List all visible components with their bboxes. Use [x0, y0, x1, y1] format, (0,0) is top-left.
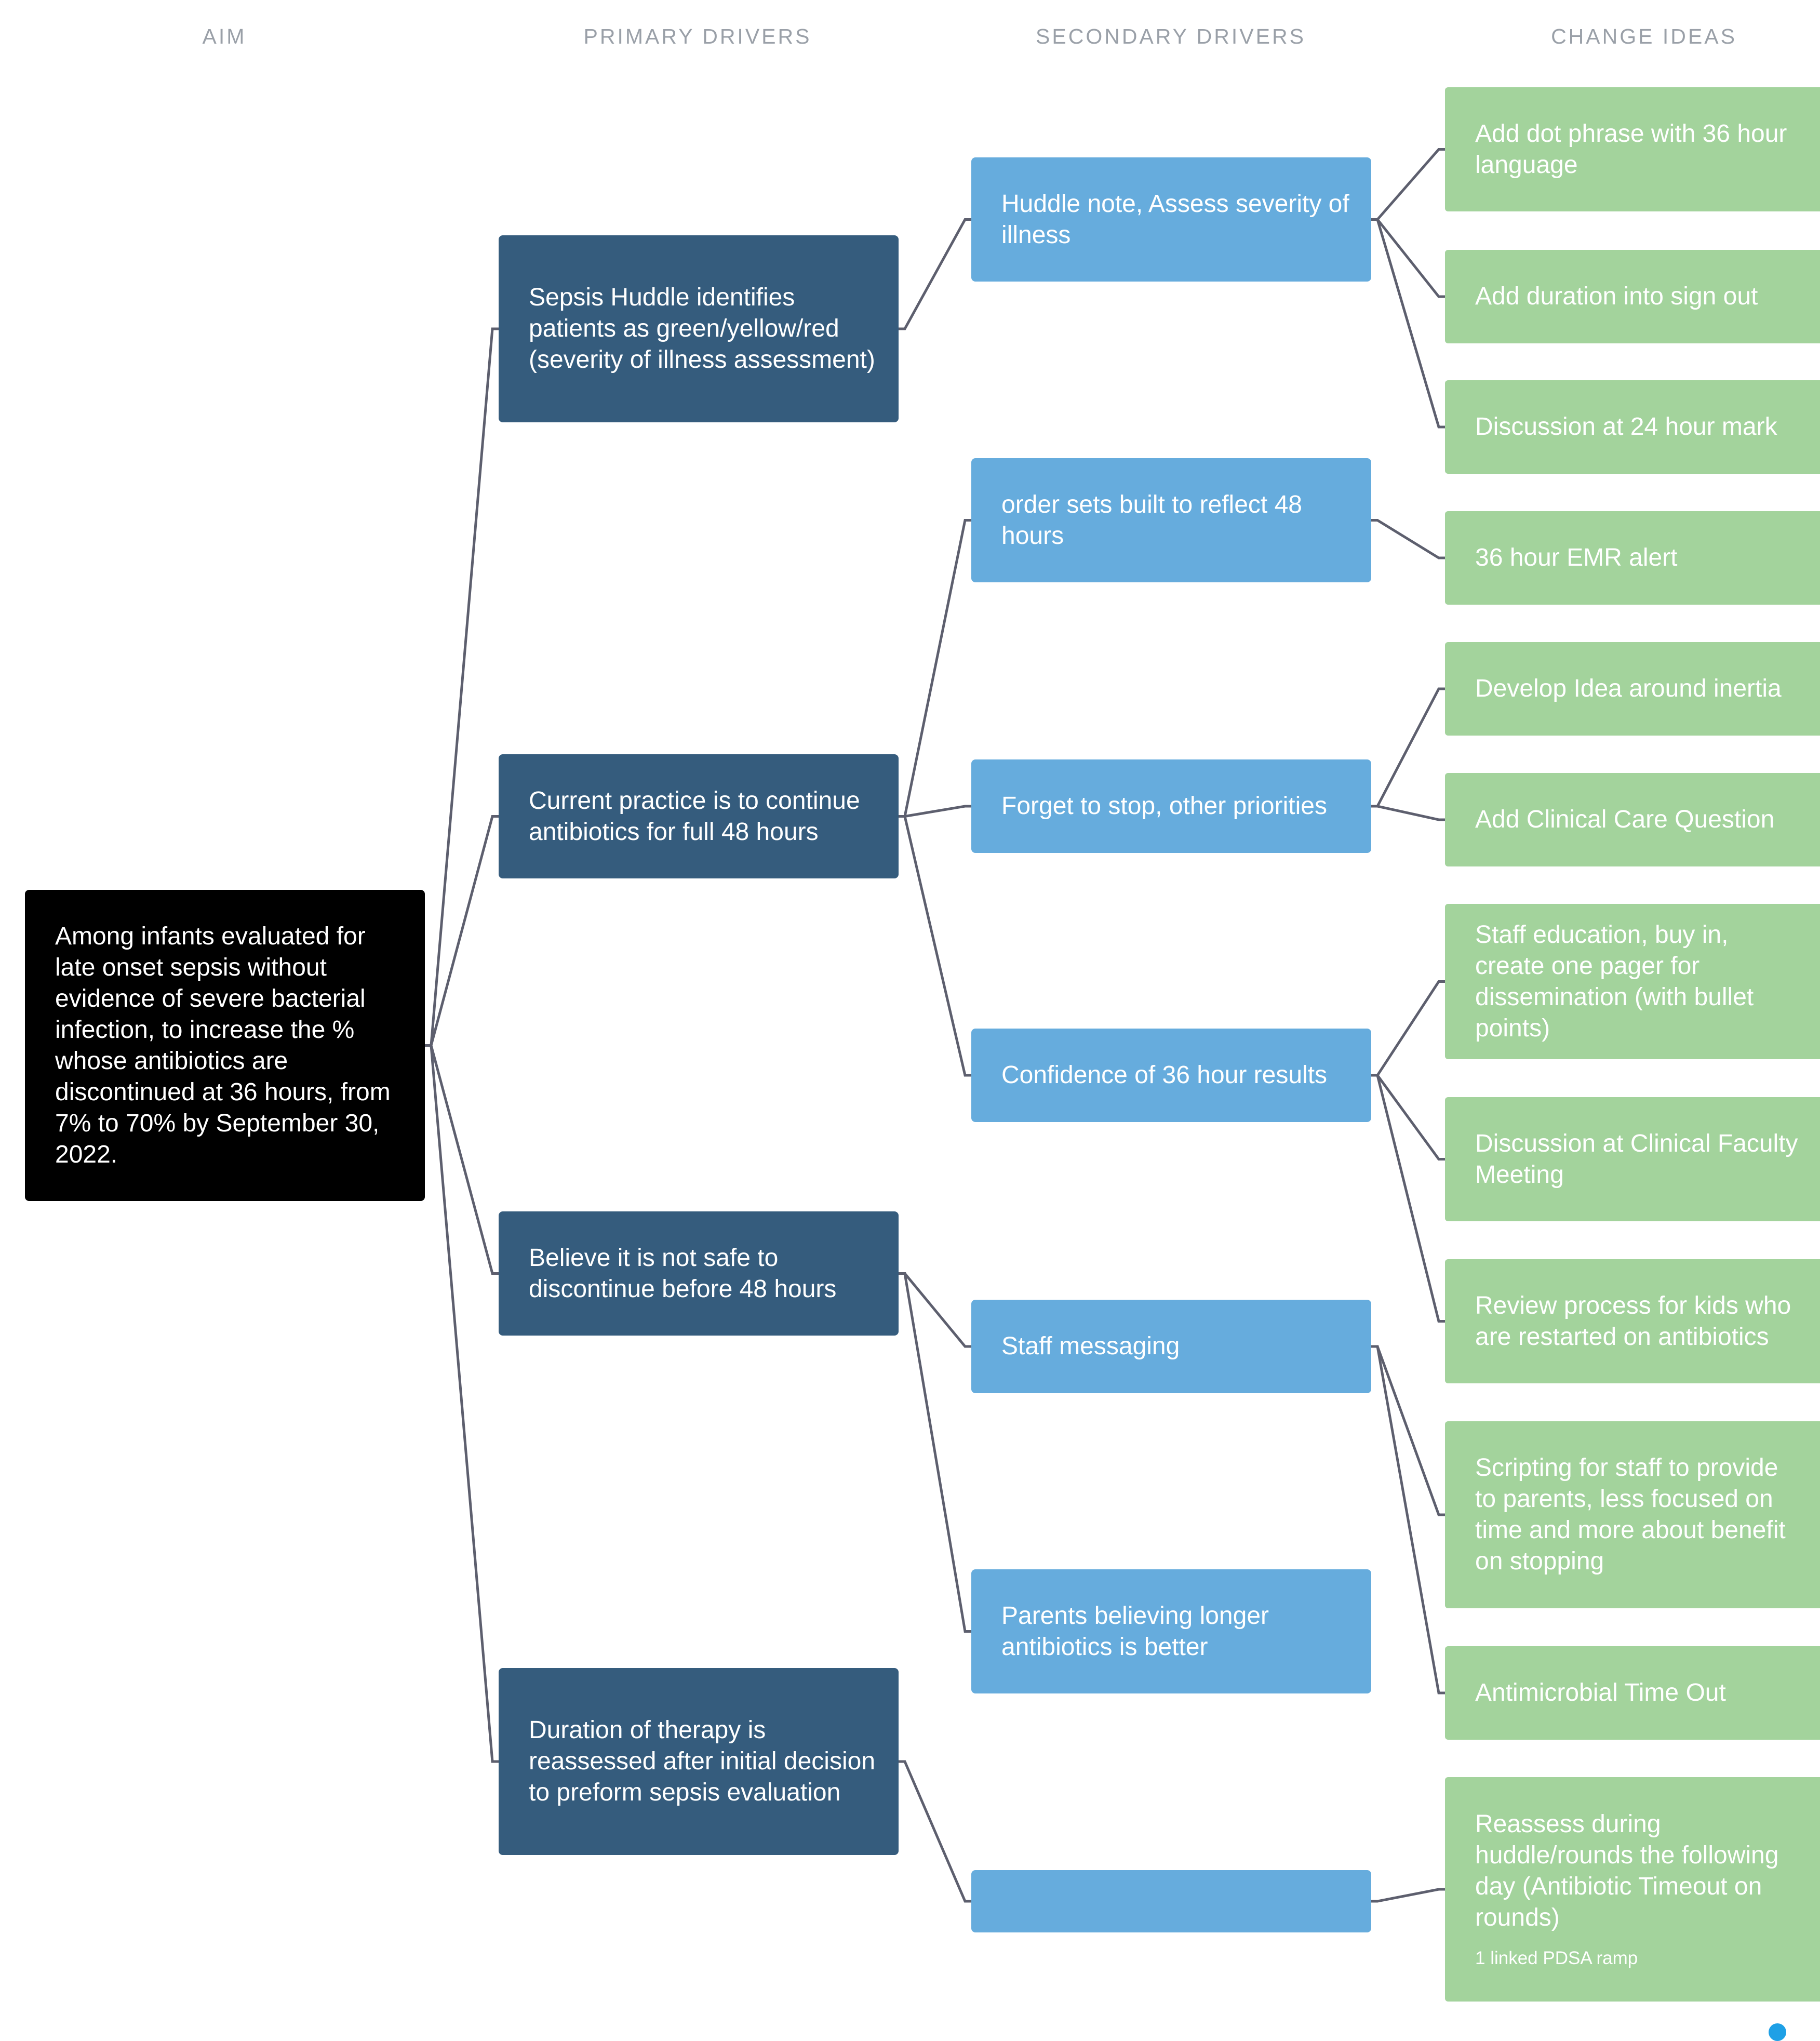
- change-idea-node[interactable]: Review process for kids who are restarte…: [1445, 1259, 1820, 1383]
- aim-node[interactable]: Among infants evaluated for late onset s…: [25, 890, 425, 1201]
- secondary-driver-node-empty[interactable]: [971, 1870, 1371, 1932]
- secondary-driver-text: order sets built to reflect 48 hours: [1001, 490, 1302, 550]
- change-idea-node[interactable]: Antimicrobial Time Out: [1445, 1646, 1820, 1740]
- change-idea-text: Review process for kids who are restarte…: [1475, 1291, 1791, 1351]
- primary-driver-text: Current practice is to continue antibiot…: [529, 786, 860, 846]
- change-idea-node[interactable]: Develop Idea around inertia: [1445, 642, 1820, 736]
- connector-line-s1-c2: [1371, 218, 1445, 298]
- change-idea-text: Staff education, buy in, create one page…: [1475, 921, 1754, 1042]
- secondary-driver-node[interactable]: Forget to stop, other priorities: [971, 759, 1371, 853]
- change-idea-text: Discussion at Clinical Faculty Meeting: [1475, 1129, 1798, 1189]
- connector-line-aim-p3: [425, 1044, 499, 1275]
- secondary-driver-node[interactable]: Huddle note, Assess severity of illness: [971, 157, 1371, 282]
- secondary-driver-text: Huddle note, Assess severity of illness: [1001, 190, 1349, 249]
- linked-pdsa-ramp-label[interactable]: 1 linked PDSA ramp: [1475, 1948, 1638, 1968]
- change-idea-node[interactable]: 36 hour EMR alert: [1445, 511, 1820, 605]
- connector-line-p2-s3: [899, 805, 971, 818]
- connector-line-aim-p2: [425, 815, 499, 1047]
- connector-line-s4-c9: [1371, 1074, 1445, 1323]
- change-idea-node[interactable]: Staff education, buy in, create one page…: [1445, 904, 1820, 1059]
- connector-line-s7-c12: [1371, 1888, 1445, 1903]
- change-idea-node[interactable]: Discussion at 24 hour mark: [1445, 380, 1820, 474]
- status-indicator-icon[interactable]: [1769, 2023, 1786, 2041]
- connector-line-s3-c5: [1371, 687, 1445, 808]
- change-idea-text: Add dot phrase with 36 hour language: [1475, 119, 1787, 179]
- primary-driver-node[interactable]: Duration of therapy is reassessed after …: [499, 1668, 899, 1855]
- primary-driver-node[interactable]: Current practice is to continue antibiot…: [499, 754, 899, 878]
- change-idea-text: Reassess during huddle/rounds the follow…: [1475, 1810, 1779, 1931]
- secondary-driver-text: Forget to stop, other priorities: [1001, 792, 1327, 820]
- change-idea-text: Add Clinical Care Question: [1475, 806, 1775, 833]
- secondary-driver-text: Parents believing longer antibiotics is …: [1001, 1602, 1269, 1661]
- change-idea-text: Discussion at 24 hour mark: [1475, 413, 1777, 441]
- connector-line-aim-p1: [425, 327, 499, 1047]
- change-idea-text: Add duration into sign out: [1475, 283, 1758, 310]
- connector-line-s5-c11: [1371, 1345, 1445, 1695]
- connector-line-aim-p4: [425, 1044, 499, 1763]
- change-idea-node[interactable]: Scripting for staff to provide to parent…: [1445, 1421, 1820, 1608]
- connector-line-p2-s2: [899, 519, 971, 818]
- change-idea-node[interactable]: Discussion at Clinical Faculty Meeting: [1445, 1097, 1820, 1221]
- change-idea-text: Develop Idea around inertia: [1475, 675, 1782, 702]
- column-header-change-ideas: CHANGE IDEAS: [1551, 24, 1737, 48]
- change-idea-node[interactable]: Add duration into sign out: [1445, 250, 1820, 343]
- secondary-driver-node[interactable]: Confidence of 36 hour results: [971, 1029, 1371, 1122]
- connector-line-s2-c4: [1371, 519, 1445, 559]
- aim-text: Among infants evaluated for late onset s…: [55, 922, 391, 1168]
- column-header-aim: AIM: [202, 24, 247, 48]
- connector-line-s3-c6: [1371, 805, 1445, 821]
- primary-driver-text: Sepsis Huddle identifies patients as gre…: [529, 284, 875, 373]
- connector-line-p3-s5: [899, 1272, 971, 1348]
- connector-line-p3-s6: [899, 1272, 971, 1633]
- secondary-driver-node[interactable]: Parents believing longer antibiotics is …: [971, 1569, 1371, 1693]
- change-idea-text: 36 hour EMR alert: [1475, 544, 1678, 571]
- connector-line-p1-s1: [899, 218, 971, 330]
- primary-driver-text: Believe it is not safe to discontinue be…: [529, 1244, 837, 1303]
- secondary-driver-text: Confidence of 36 hour results: [1001, 1061, 1328, 1089]
- primary-driver-node[interactable]: Believe it is not safe to discontinue be…: [499, 1211, 899, 1336]
- column-header-primary-drivers: PRIMARY DRIVERS: [583, 24, 812, 48]
- connector-line-s4-c8: [1371, 1074, 1445, 1160]
- primary-driver-text: Duration of therapy is reassessed after …: [529, 1716, 876, 1806]
- column-header-secondary-drivers: SECONDARY DRIVERS: [1036, 24, 1306, 48]
- change-idea-node[interactable]: Add Clinical Care Question: [1445, 773, 1820, 866]
- connector-line-p4-s7: [899, 1760, 971, 1903]
- change-idea-text: Antimicrobial Time Out: [1475, 1679, 1726, 1706]
- change-idea-node[interactable]: Reassess during huddle/rounds the follow…: [1445, 1777, 1820, 2002]
- secondary-driver-node[interactable]: Staff messaging: [971, 1300, 1371, 1393]
- connector-line-s1-c1: [1371, 148, 1445, 221]
- connector-line-p2-s4: [899, 815, 971, 1077]
- change-idea-node[interactable]: Add dot phrase with 36 hour language: [1445, 87, 1820, 211]
- change-idea-text: Scripting for staff to provide to parent…: [1475, 1454, 1786, 1575]
- connector-line-s4-c7: [1371, 980, 1445, 1077]
- secondary-driver-node[interactable]: order sets built to reflect 48 hours: [971, 458, 1371, 582]
- connector-line-s1-c3: [1371, 218, 1445, 429]
- secondary-driver-text: Staff messaging: [1001, 1332, 1180, 1360]
- primary-driver-node[interactable]: Sepsis Huddle identifies patients as gre…: [499, 235, 899, 422]
